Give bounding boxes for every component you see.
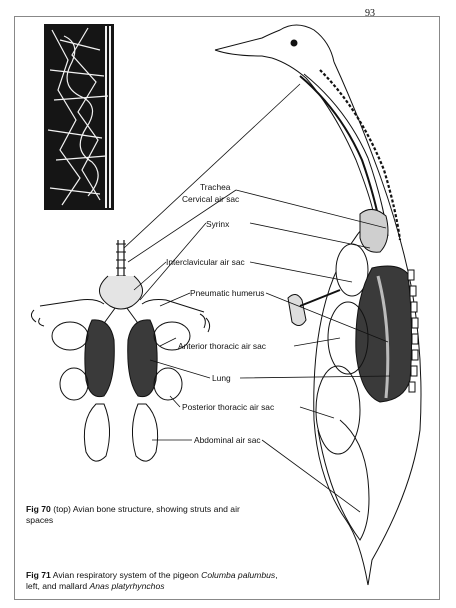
caption-fig71-number: Fig 71 [26, 570, 51, 580]
bone-structure-image [44, 24, 114, 210]
label-interclavicular-air-sac: Interclavicular air sac [166, 257, 245, 267]
caption-fig71-species-a: Columba palumbus [201, 570, 275, 580]
label-lung: Lung [212, 373, 231, 383]
label-posterior-thoracic-air-sac: Posterior thoracic air sac [182, 402, 274, 412]
caption-fig71: Fig 71 Avian respiratory system of the p… [26, 570, 286, 591]
leader-humerus [160, 293, 388, 342]
caption-fig70-number: Fig 70 [26, 504, 51, 514]
caption-fig70-text: (top) Avian bone structure, showing stru… [26, 504, 240, 525]
label-pneumatic-humerus: Pneumatic humerus [190, 288, 264, 298]
leader-lung [150, 360, 390, 378]
caption-fig71-species-b: Anas platyrhynchos [90, 581, 165, 591]
label-trachea: Trachea [200, 182, 230, 192]
caption-fig71-text-a: Avian respiratory system of the pigeon [51, 570, 201, 580]
label-cervical-air-sac: Cervical air sac [182, 194, 239, 204]
label-anterior-thoracic-air-sac: Anterior thoracic air sac [178, 341, 266, 351]
label-syrinx: Syrinx [206, 219, 229, 229]
mallard-body [215, 25, 421, 585]
caption-fig70: Fig 70 (top) Avian bone structure, showi… [26, 504, 256, 525]
label-abdominal-air-sac: Abdominal air sac [194, 435, 261, 445]
